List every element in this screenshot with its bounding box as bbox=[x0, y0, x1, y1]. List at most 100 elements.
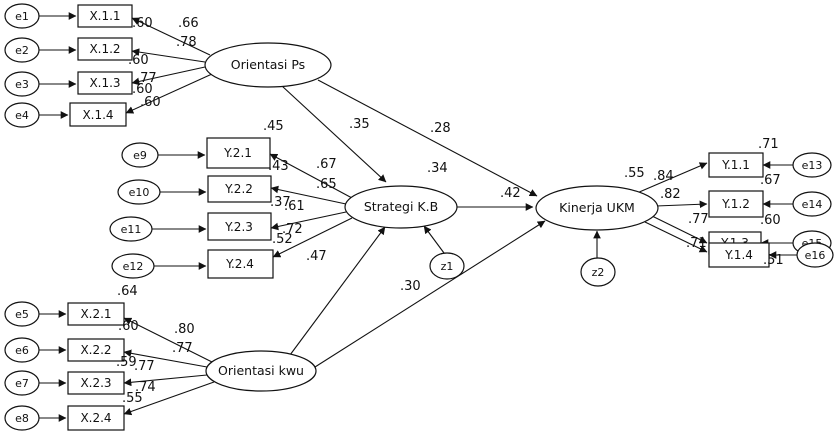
error-label: e9 bbox=[133, 149, 147, 162]
indicator-label: Y.2.1 bbox=[223, 146, 252, 160]
indicator-x11: X.1.1 bbox=[77, 4, 133, 28]
error-e8: e8 bbox=[4, 405, 40, 431]
indicator-label: X.2.2 bbox=[80, 343, 111, 357]
error-e1: e1 bbox=[4, 3, 40, 29]
error-e5: e5 bbox=[4, 301, 40, 327]
arrow-skb-y22 bbox=[270, 185, 347, 205]
latent-strategi-kb: Strategi K.B bbox=[344, 185, 458, 229]
arrow-skb-y21 bbox=[269, 153, 353, 199]
arrow-skb-y23 bbox=[270, 211, 347, 231]
indicator-y22: Y.2.2 bbox=[207, 175, 272, 203]
error-label: e4 bbox=[15, 109, 29, 122]
arrow-ukm-y14 bbox=[644, 221, 708, 253]
indicator-y11: Y.1.1 bbox=[708, 152, 764, 178]
error-e3: e3 bbox=[4, 71, 40, 97]
arrow-ukm-y12 bbox=[655, 200, 708, 209]
arrow-ps-ukm bbox=[317, 79, 538, 197]
coef-ukm-r2: .55 bbox=[624, 166, 645, 181]
coef-y23-load: .61 bbox=[284, 199, 305, 214]
indicator-label: X.2.3 bbox=[80, 376, 111, 390]
error-e12: e12 bbox=[111, 253, 155, 279]
coef-x22-r2: .60 bbox=[118, 319, 139, 334]
coef-x11-load: .66 bbox=[178, 16, 199, 31]
coef-kwu-to-ukm: .30 bbox=[400, 279, 421, 294]
arrow-z1-skb bbox=[423, 225, 445, 254]
indicator-y23: Y.2.3 bbox=[207, 212, 272, 241]
latent-label: Strategi K.B bbox=[364, 199, 438, 214]
coef-y12-r2: .67 bbox=[760, 173, 781, 188]
coef-x13-r2: .77 bbox=[136, 71, 157, 86]
coef-y11-r2: .71 bbox=[758, 137, 779, 152]
arrow-ps-x13 bbox=[131, 66, 206, 86]
error-label: e3 bbox=[15, 78, 29, 91]
coef-y24-load: .52 bbox=[272, 232, 293, 247]
indicator-y12: Y.1.2 bbox=[708, 190, 764, 218]
error-label: e6 bbox=[15, 344, 29, 357]
coef-y21-r2: .45 bbox=[263, 119, 284, 134]
indicator-x14: X.1.4 bbox=[69, 102, 127, 127]
arrow-kwu-x23 bbox=[123, 374, 208, 387]
latent-orientasi-ps: Orientasi Ps bbox=[204, 42, 332, 88]
indicator-y24: Y.2.4 bbox=[207, 249, 274, 279]
coef-y11-load: .84 bbox=[653, 169, 674, 184]
arrow-ps-skb bbox=[281, 85, 387, 183]
error-label: e1 bbox=[15, 10, 29, 23]
error-label: e10 bbox=[129, 186, 150, 199]
arrow-ps-x12 bbox=[131, 48, 206, 63]
error-label: e7 bbox=[15, 377, 29, 390]
latent-kinerja-ukm: Kinerja UKM bbox=[535, 185, 659, 231]
arrow-kwu-x22 bbox=[123, 349, 208, 368]
arrow-kwu-x21 bbox=[123, 317, 213, 363]
coef-x11-r2: .60 bbox=[132, 16, 153, 31]
coef-y22-r2: .43 bbox=[268, 159, 289, 174]
error-e9: e9 bbox=[121, 142, 159, 168]
indicator-label: X.1.4 bbox=[82, 108, 113, 122]
latent-orientasi-kwu: Orientasi kwu bbox=[205, 350, 317, 392]
indicator-x21: X.2.1 bbox=[67, 302, 125, 326]
error-label: e13 bbox=[802, 159, 823, 172]
indicator-label: X.1.3 bbox=[89, 76, 120, 90]
indicator-x22: X.2.2 bbox=[67, 338, 125, 362]
coef-y24-r2: .72 bbox=[282, 222, 303, 237]
coef-skb-r2: .34 bbox=[427, 161, 448, 176]
arrow-ukm-y11 bbox=[636, 162, 708, 194]
arrow-ukm-y13 bbox=[649, 214, 708, 244]
error-e10: e10 bbox=[117, 179, 161, 205]
disturbance-z2: z2 bbox=[580, 257, 616, 287]
indicator-x24: X.2.4 bbox=[67, 405, 125, 431]
coef-y14-load: .71 bbox=[686, 236, 707, 251]
latent-label: Kinerja UKM bbox=[559, 200, 635, 215]
indicator-x12: X.1.2 bbox=[77, 37, 133, 61]
coef-y22-load: .65 bbox=[316, 177, 337, 192]
coef-x12-r2: .60 bbox=[128, 53, 149, 68]
disturbance-label: z1 bbox=[441, 260, 454, 273]
latent-label: Orientasi Ps bbox=[231, 57, 305, 72]
indicator-label: Y.1.2 bbox=[721, 197, 750, 211]
indicator-label: X.1.2 bbox=[89, 42, 120, 56]
coef-skb-to-ukm: .42 bbox=[500, 186, 521, 201]
disturbance-z1: z1 bbox=[429, 252, 465, 280]
indicator-x23: X.2.3 bbox=[67, 371, 125, 395]
coef-y23-r2: .37 bbox=[270, 195, 291, 210]
error-e16: e16 bbox=[796, 242, 834, 268]
coef-x23-load: .77 bbox=[134, 359, 155, 374]
error-e4: e4 bbox=[4, 102, 40, 128]
error-e11: e11 bbox=[109, 216, 153, 242]
indicator-label: X.2.1 bbox=[80, 307, 111, 321]
coef-y21-load: .67 bbox=[316, 157, 337, 172]
indicator-label: Y.2.4 bbox=[225, 257, 254, 271]
error-label: e5 bbox=[15, 308, 29, 321]
indicator-label: Y.1.1 bbox=[721, 158, 750, 172]
coef-x12-load: .78 bbox=[176, 35, 197, 50]
error-label: e14 bbox=[802, 198, 823, 211]
indicator-x13: X.1.3 bbox=[77, 71, 133, 95]
arrow-skb-y24 bbox=[272, 217, 353, 258]
error-label: e16 bbox=[805, 249, 826, 262]
disturbance-label: z2 bbox=[592, 266, 605, 279]
coefficient-labels: .60 .66 .78 .60 .77 .60 .60 .35 .28 .34 … bbox=[116, 16, 784, 406]
coef-y12-load: .82 bbox=[660, 187, 681, 202]
error-label: e8 bbox=[15, 412, 29, 425]
coef-x21-r2: .64 bbox=[117, 284, 138, 299]
coef-kwu-to-skb: .47 bbox=[306, 249, 327, 264]
